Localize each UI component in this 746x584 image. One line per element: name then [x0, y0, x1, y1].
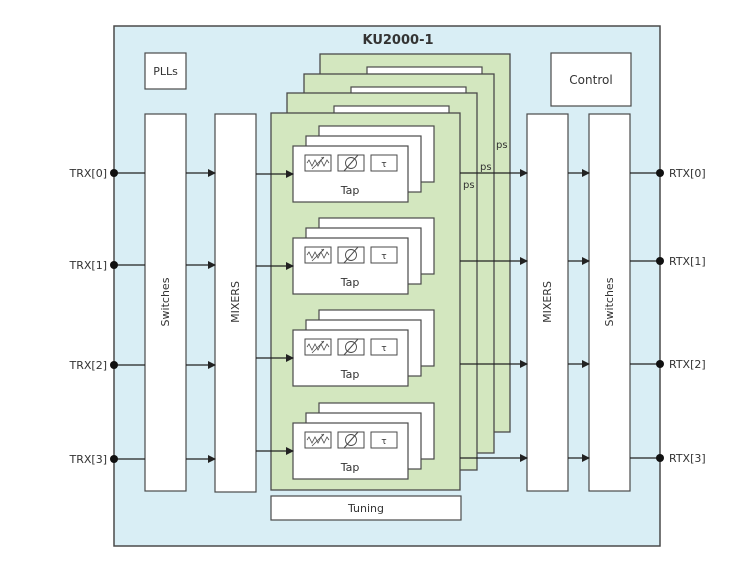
- input-port-dot: [110, 169, 118, 177]
- right-mixers-label: MIXERS: [541, 281, 554, 323]
- delay-symbol: τ: [381, 437, 386, 447]
- variable-attenuator-icon: [304, 431, 332, 449]
- left-mixers-block: [214, 113, 257, 493]
- tuning-block: [270, 495, 462, 521]
- tap-label: Tap: [340, 461, 360, 474]
- right-switches-block: [588, 113, 631, 492]
- output-port-dot: [656, 360, 664, 368]
- output-port-label: RTX[1]: [669, 255, 706, 268]
- plls-block: [144, 52, 187, 90]
- output-port-label: RTX[2]: [669, 358, 706, 371]
- delay-icon: τ: [370, 338, 398, 356]
- left-switches-label: Switches: [159, 277, 172, 326]
- phase-shifter-icon: [337, 154, 365, 172]
- plls-label: PLLs: [153, 65, 178, 78]
- input-port-dot: [110, 361, 118, 369]
- output-port-dot: [656, 257, 664, 265]
- tap-label: Tap: [340, 276, 360, 289]
- control-label: Control: [569, 73, 612, 87]
- layer-label-fragment: ps: [463, 180, 475, 191]
- variable-attenuator-icon: [304, 338, 332, 356]
- delay-icon: τ: [370, 246, 398, 264]
- right-mixers-block: [526, 113, 569, 492]
- delay-icon: τ: [370, 154, 398, 172]
- input-port-label: TRX[3]: [69, 453, 107, 466]
- layer-label-fragment: ps: [480, 162, 492, 173]
- input-port-dot: [110, 261, 118, 269]
- output-port-dot: [656, 169, 664, 177]
- variable-attenuator-icon: [304, 246, 332, 264]
- delay-symbol: τ: [381, 252, 386, 262]
- input-port-label: TRX[0]: [69, 167, 107, 180]
- tap-label: Tap: [340, 184, 360, 197]
- control-block: [550, 52, 632, 107]
- tuning-label: Tuning: [347, 502, 384, 515]
- chip-title: KU2000-1: [362, 33, 433, 48]
- phase-shifter-icon: [337, 431, 365, 449]
- phase-shifter-icon: [337, 338, 365, 356]
- phase-shifter-icon: [337, 246, 365, 264]
- output-port-dot: [656, 454, 664, 462]
- delay-symbol: τ: [381, 160, 386, 170]
- right-switches-label: Switches: [603, 277, 616, 326]
- input-port-dot: [110, 455, 118, 463]
- signal-paths: [114, 169, 660, 463]
- delay-icon: τ: [370, 431, 398, 449]
- io-ports: TRX[0] TRX[1] TRX[2] TRX[3] RTX[0] RTX[1] RTX[…: [69, 167, 706, 466]
- left-switches-block: [144, 113, 187, 492]
- input-port-label: TRX[1]: [69, 259, 107, 272]
- layer-label-fragment: ps: [496, 140, 508, 151]
- left-mixers-label: MIXERS: [229, 281, 242, 323]
- tap-label: Tap: [340, 368, 360, 381]
- output-port-label: RTX[0]: [669, 167, 706, 180]
- input-port-label: TRX[2]: [69, 359, 107, 372]
- output-port-label: RTX[3]: [669, 452, 706, 465]
- delay-symbol: τ: [381, 344, 386, 354]
- variable-attenuator-icon: [304, 154, 332, 172]
